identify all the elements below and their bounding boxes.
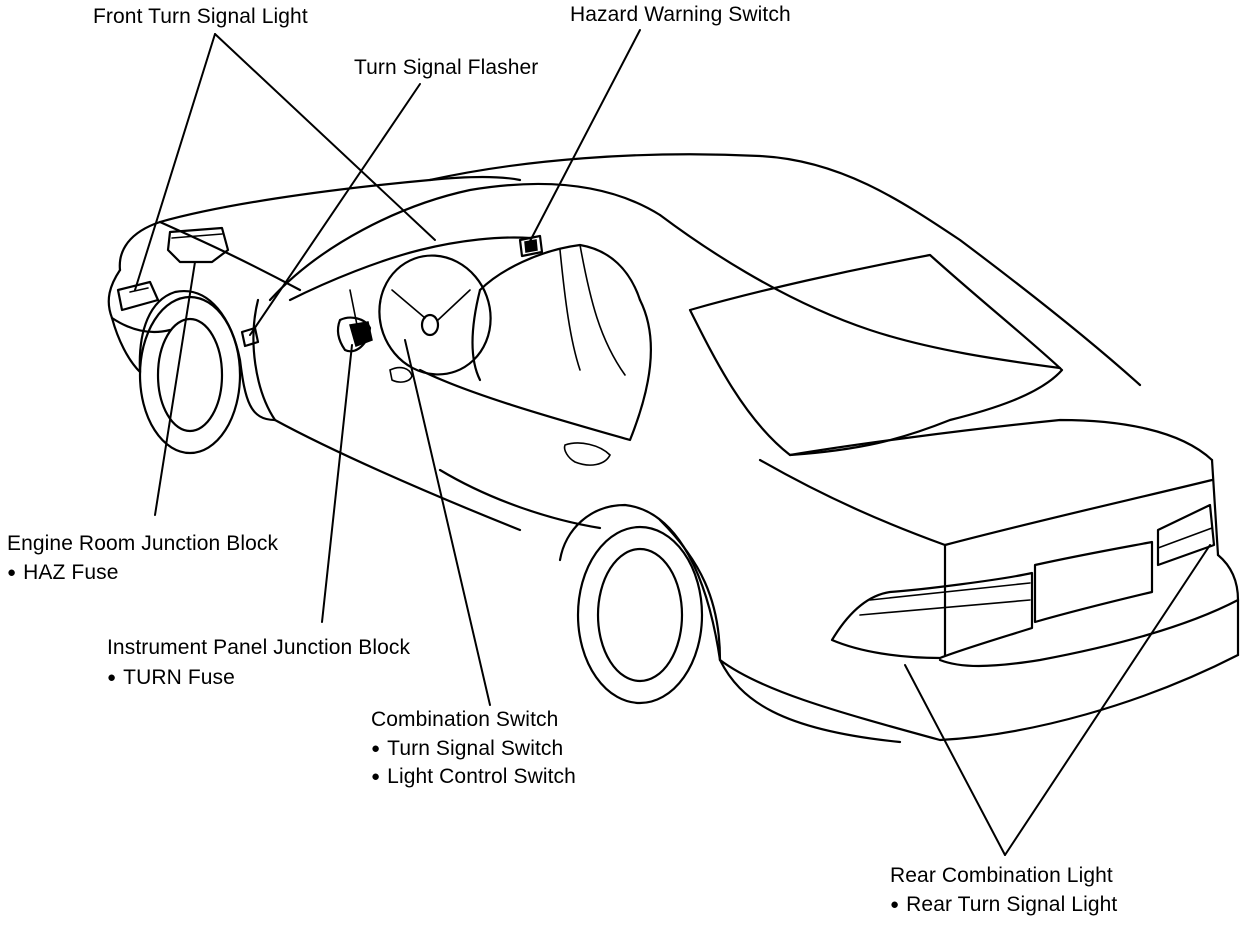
label-rear-turn-signal-light: Rear Turn Signal Light	[890, 891, 1117, 921]
label-turn-signal-switch: Turn Signal Switch	[371, 735, 563, 765]
car-body	[107, 153, 1240, 744]
label-rear-combination-light: Rear Combination Light	[890, 864, 1113, 887]
label-combination-switch: Combination Switch	[371, 708, 559, 731]
label-instrument-panel-junction-block: Instrument Panel Junction Block	[107, 636, 411, 659]
rear-wheel	[558, 503, 722, 705]
label-front-turn-signal-light: Front Turn Signal Light	[93, 5, 308, 28]
label-haz-fuse: HAZ Fuse	[7, 559, 119, 589]
label-light-control-switch: Light Control Switch	[371, 763, 576, 793]
label-hazard-warning-switch: Hazard Warning Switch	[570, 3, 791, 26]
label-engine-room-junction-block: Engine Room Junction Block	[7, 532, 279, 555]
leader-lines	[134, 29, 1211, 856]
label-turn-fuse: TURN Fuse	[107, 664, 235, 694]
label-turn-signal-flasher: Turn Signal Flasher	[354, 56, 539, 79]
